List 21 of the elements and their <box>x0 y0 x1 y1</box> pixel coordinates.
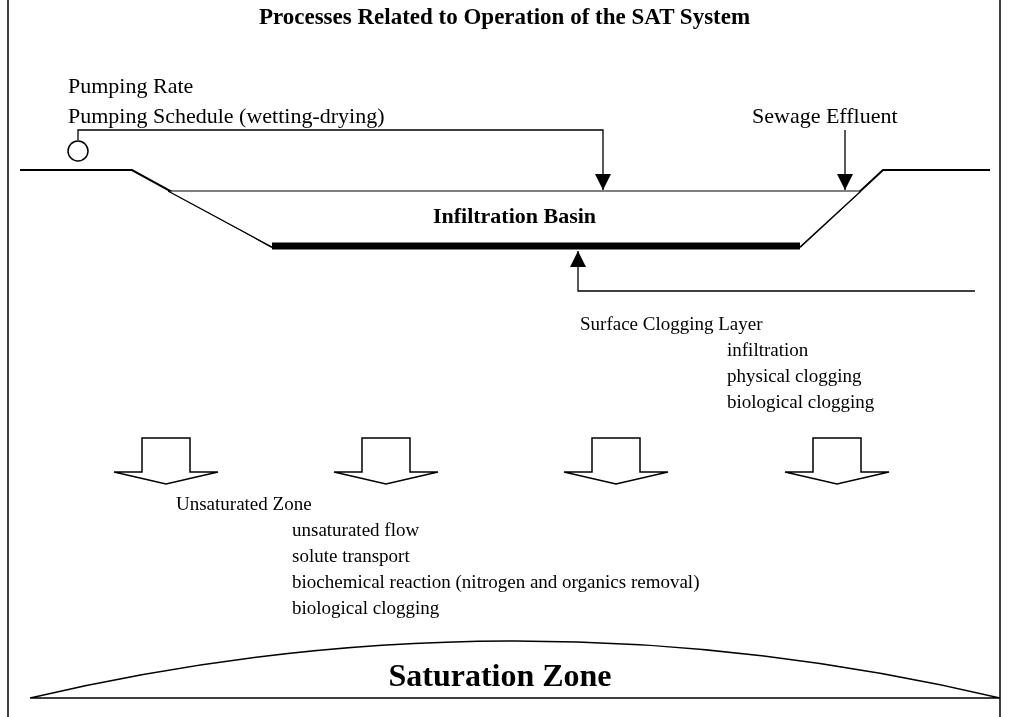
process-item: unsaturated flow <box>292 520 420 541</box>
arrow <box>77 129 611 191</box>
process-item: biochemical reaction (nitrogen and organics removal) <box>292 572 700 593</box>
process-item: physical clogging <box>727 366 862 387</box>
annotation-text: Pumping Rate <box>68 74 194 99</box>
saturation-zone <box>30 638 1000 700</box>
zone-heading: Unsaturated Zone <box>176 494 312 515</box>
infiltration-basin <box>168 190 861 250</box>
pump-symbol <box>67 140 89 162</box>
process-item: biological clogging <box>727 392 875 413</box>
process-item: infiltration <box>727 340 809 361</box>
diagram-title: Processes Related to Operation of the SAT System <box>257 4 752 30</box>
process-item: solute transport <box>292 546 410 567</box>
basin-title: Infiltration Basin <box>431 204 598 229</box>
arrow <box>837 129 853 191</box>
zone-title: Saturation Zone <box>387 658 613 694</box>
inflow-text: Sewage Effluent <box>752 104 898 129</box>
layer-heading: Surface Clogging Layer <box>580 314 763 335</box>
annotation-text: Pumping Schedule (wetting-drying) <box>68 104 385 129</box>
arrow <box>570 250 976 292</box>
process-item: biological clogging <box>292 598 440 619</box>
